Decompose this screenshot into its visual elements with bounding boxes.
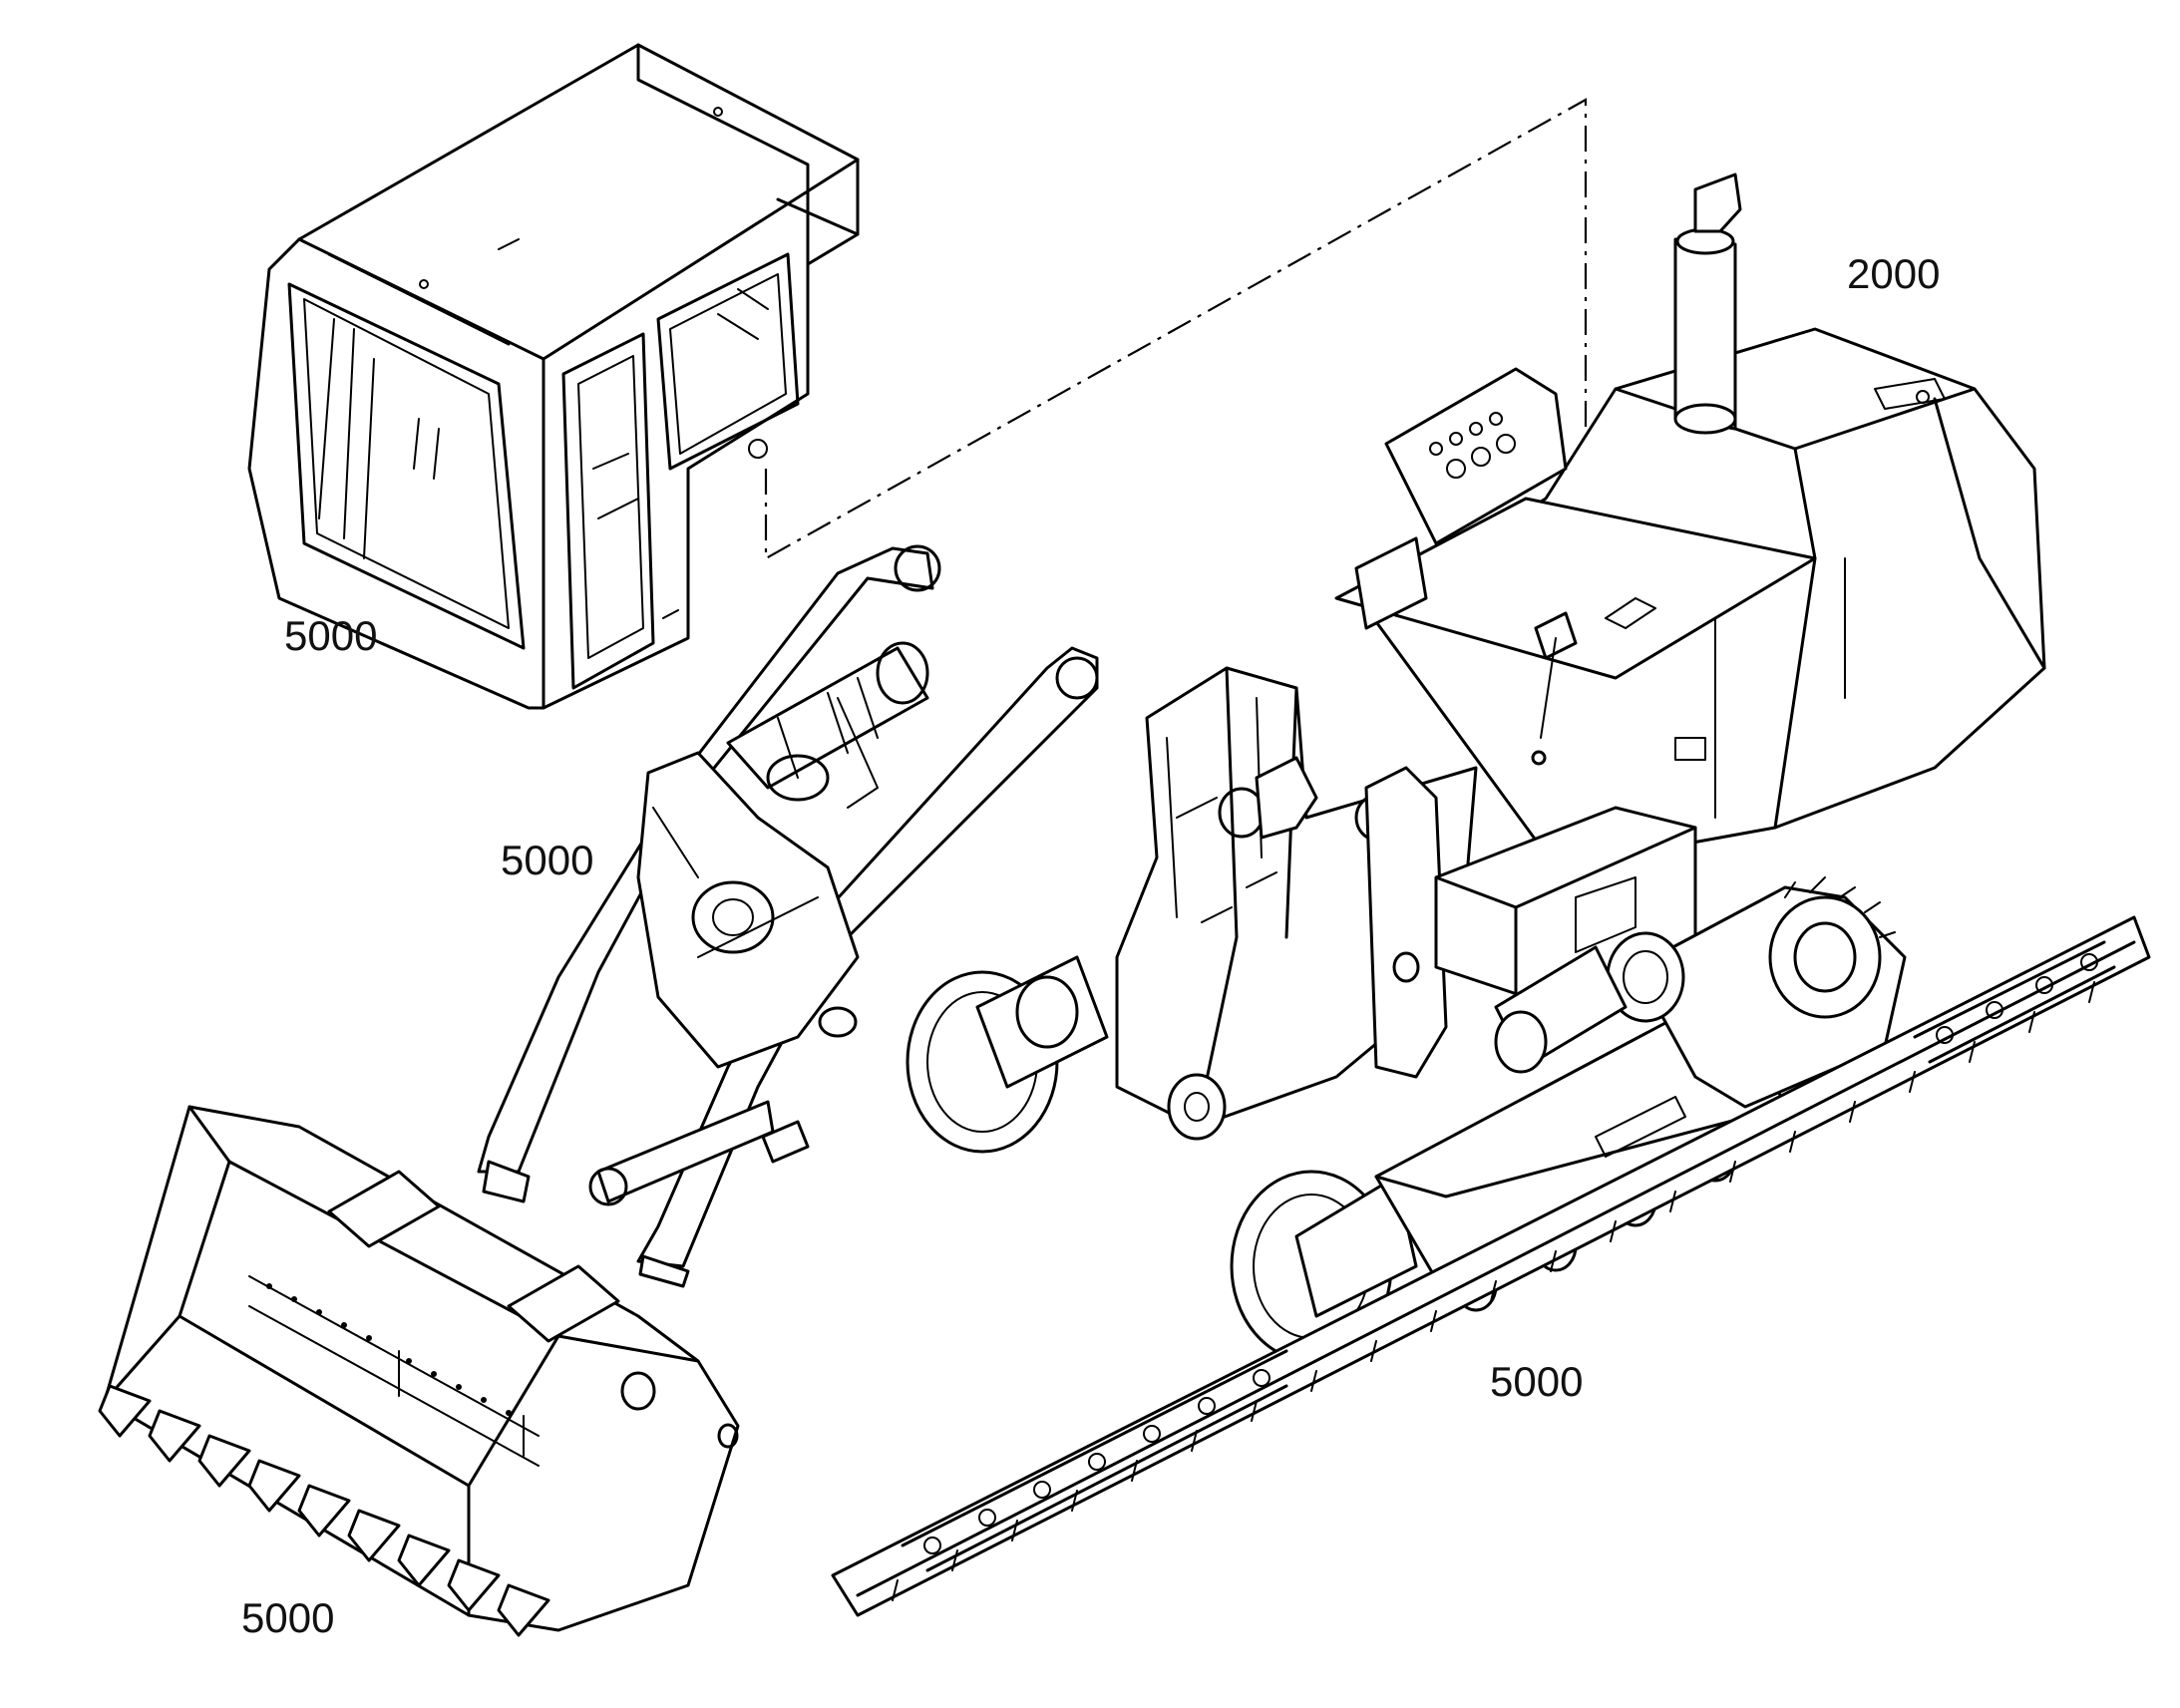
callout-engine: 2000 — [1847, 250, 1941, 297]
callout-bucket: 5000 — [241, 1594, 335, 1641]
callout-cab: 5000 — [284, 612, 378, 659]
callout-track: 5000 — [1490, 1358, 1584, 1405]
cab-assembly — [247, 43, 860, 710]
bucket-teeth — [98, 1384, 550, 1637]
track-links-front — [901, 1349, 1288, 1572]
control-panel-dials — [1429, 412, 1516, 479]
track-chain-assembly — [831, 915, 2151, 1617]
main-frame-assembly — [1115, 172, 2046, 1141]
track-links-rear — [1913, 940, 2116, 1064]
bucket-bolt-row — [266, 1283, 512, 1416]
assembly-centerline — [764, 98, 1588, 568]
lift-arm-assembly — [477, 544, 1099, 1288]
track-grousers — [892, 981, 2095, 1601]
bucket-assembly — [98, 1105, 740, 1637]
callout-lift-arm: 5000 — [501, 837, 594, 883]
